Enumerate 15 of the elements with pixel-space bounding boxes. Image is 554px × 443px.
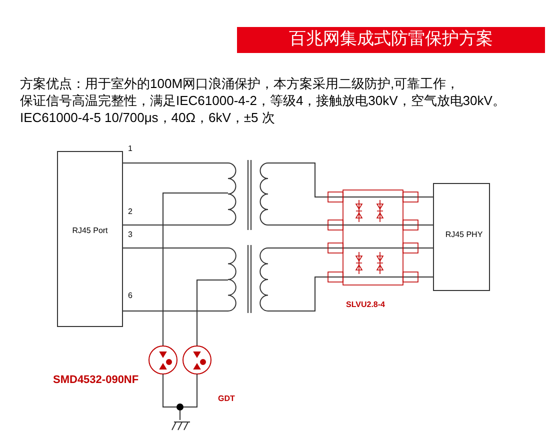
component-label: RJ45 PHY [444,229,484,241]
description-text: IEC61000-4-5 10/700μs，40Ω，6kV，±5 次 [20,109,275,127]
part-label: SLVU2.8-4 [346,299,385,311]
pin-number: 6 [128,290,132,302]
pin-number: 3 [128,229,132,241]
component-box [433,183,490,291]
description-text: 方案优点：用于室外的100M网口浪涌保护，本方案采用二级防护,可靠工作， [20,75,460,93]
component-box [57,151,123,327]
description-text: 保证信号高温完整性，满足IEC61000-4-2，等级4，接触放电30kV，空气放电30kV。 [20,92,506,110]
pin-number: 1 [128,143,132,155]
title-banner: 百兆网集成式防雷保护方案 [237,27,545,53]
part-label: SMD4532-090NF [53,373,139,388]
component-label: RJ45 Port [71,225,109,237]
part-label: GDT [218,393,235,405]
pin-number: 2 [128,206,132,218]
